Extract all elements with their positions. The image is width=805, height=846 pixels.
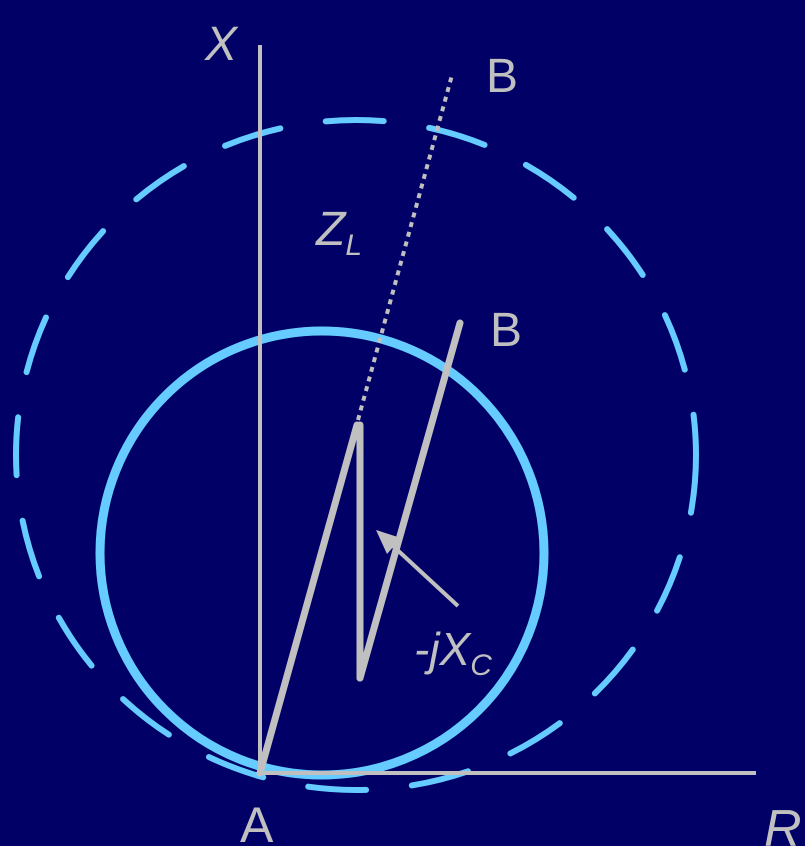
xc-label-main: X bbox=[439, 623, 473, 675]
zl-label-sub: L bbox=[345, 229, 362, 262]
xc-arrowhead bbox=[376, 530, 401, 554]
zl-label-main: Z bbox=[315, 203, 347, 256]
x-axis-label: X bbox=[204, 18, 239, 71]
r-axis-label: R bbox=[764, 800, 802, 846]
vector-a-to-tip bbox=[256, 421, 361, 777]
xc-label-prefix: -j bbox=[414, 623, 441, 675]
point-b-upper-label: B bbox=[486, 50, 518, 103]
dashed-circle bbox=[13, 117, 699, 793]
point-b-lower-label: B bbox=[490, 304, 522, 357]
vector-to-b bbox=[356, 319, 464, 682]
xc-label-sub: C bbox=[470, 649, 492, 682]
xc-arrow-line bbox=[390, 543, 460, 608]
origin-label-a: A bbox=[240, 797, 274, 846]
zl-label: ZL bbox=[315, 203, 362, 262]
xc-label: -jXC bbox=[414, 623, 492, 682]
